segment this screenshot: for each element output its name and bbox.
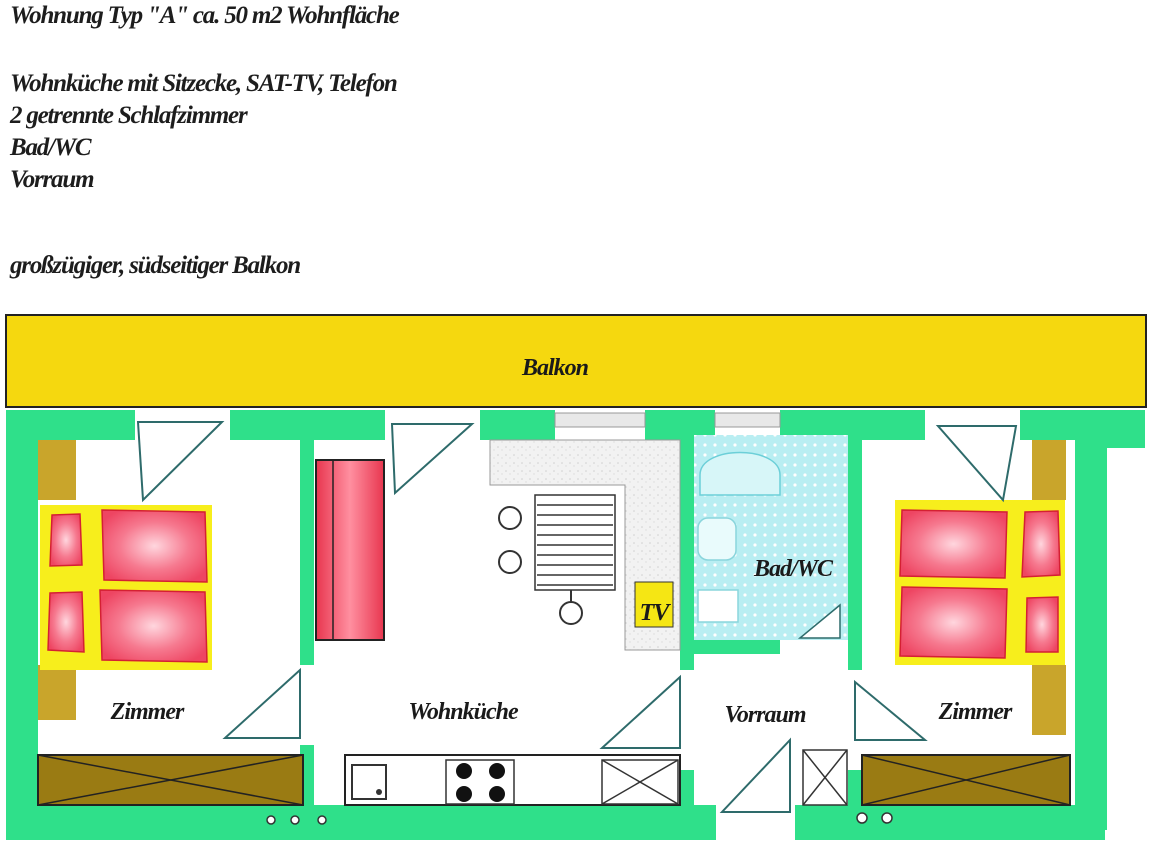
balcony: Balkon bbox=[5, 314, 1147, 408]
doors bbox=[136, 421, 1018, 813]
dining-area bbox=[489, 439, 681, 651]
feature-item: Bad/WC bbox=[10, 134, 92, 161]
hallway-cabinet bbox=[802, 749, 848, 806]
bed-right bbox=[895, 500, 1065, 665]
sofa bbox=[315, 459, 385, 641]
windows bbox=[554, 412, 781, 428]
apartment-title: Wohnung Typ "A" ca. 50 m2 Wohnfläche bbox=[10, 2, 400, 29]
kitchen-counter bbox=[344, 754, 681, 806]
bathroom: Bad/WC bbox=[694, 435, 848, 640]
wardrobe-right bbox=[861, 754, 1071, 806]
tv-label: TV bbox=[640, 600, 672, 626]
tv: TV bbox=[634, 581, 674, 628]
balcony-note: großzügiger, südseitiger Balkon bbox=[10, 252, 301, 279]
sockets bbox=[266, 812, 893, 825]
wardrobe-left bbox=[37, 754, 304, 806]
room-label-zimmer-right: Zimmer bbox=[938, 699, 1013, 725]
feature-item: 2 getrennte Schlafzimmer bbox=[10, 102, 248, 129]
columns bbox=[38, 440, 1066, 735]
room-label-wohnkueche: Wohnküche bbox=[408, 699, 519, 725]
room-label-balkon: Balkon bbox=[521, 355, 589, 381]
room-label-vorraum: Vorraum bbox=[724, 702, 805, 728]
feature-item: Vorraum bbox=[10, 166, 95, 193]
feature-item: Wohnküche mit Sitzecke, SAT-TV, Telefon bbox=[10, 70, 398, 97]
bed-left bbox=[40, 505, 212, 670]
room-label-zimmer-left: Zimmer bbox=[110, 699, 185, 725]
feature-list: Wohnküche mit Sitzecke, SAT-TV, Telefon … bbox=[10, 68, 398, 196]
walls bbox=[6, 410, 1145, 840]
room-label-bad-wc: Bad/WC bbox=[753, 556, 834, 582]
floor-plan: Balkon bbox=[5, 314, 1147, 840]
